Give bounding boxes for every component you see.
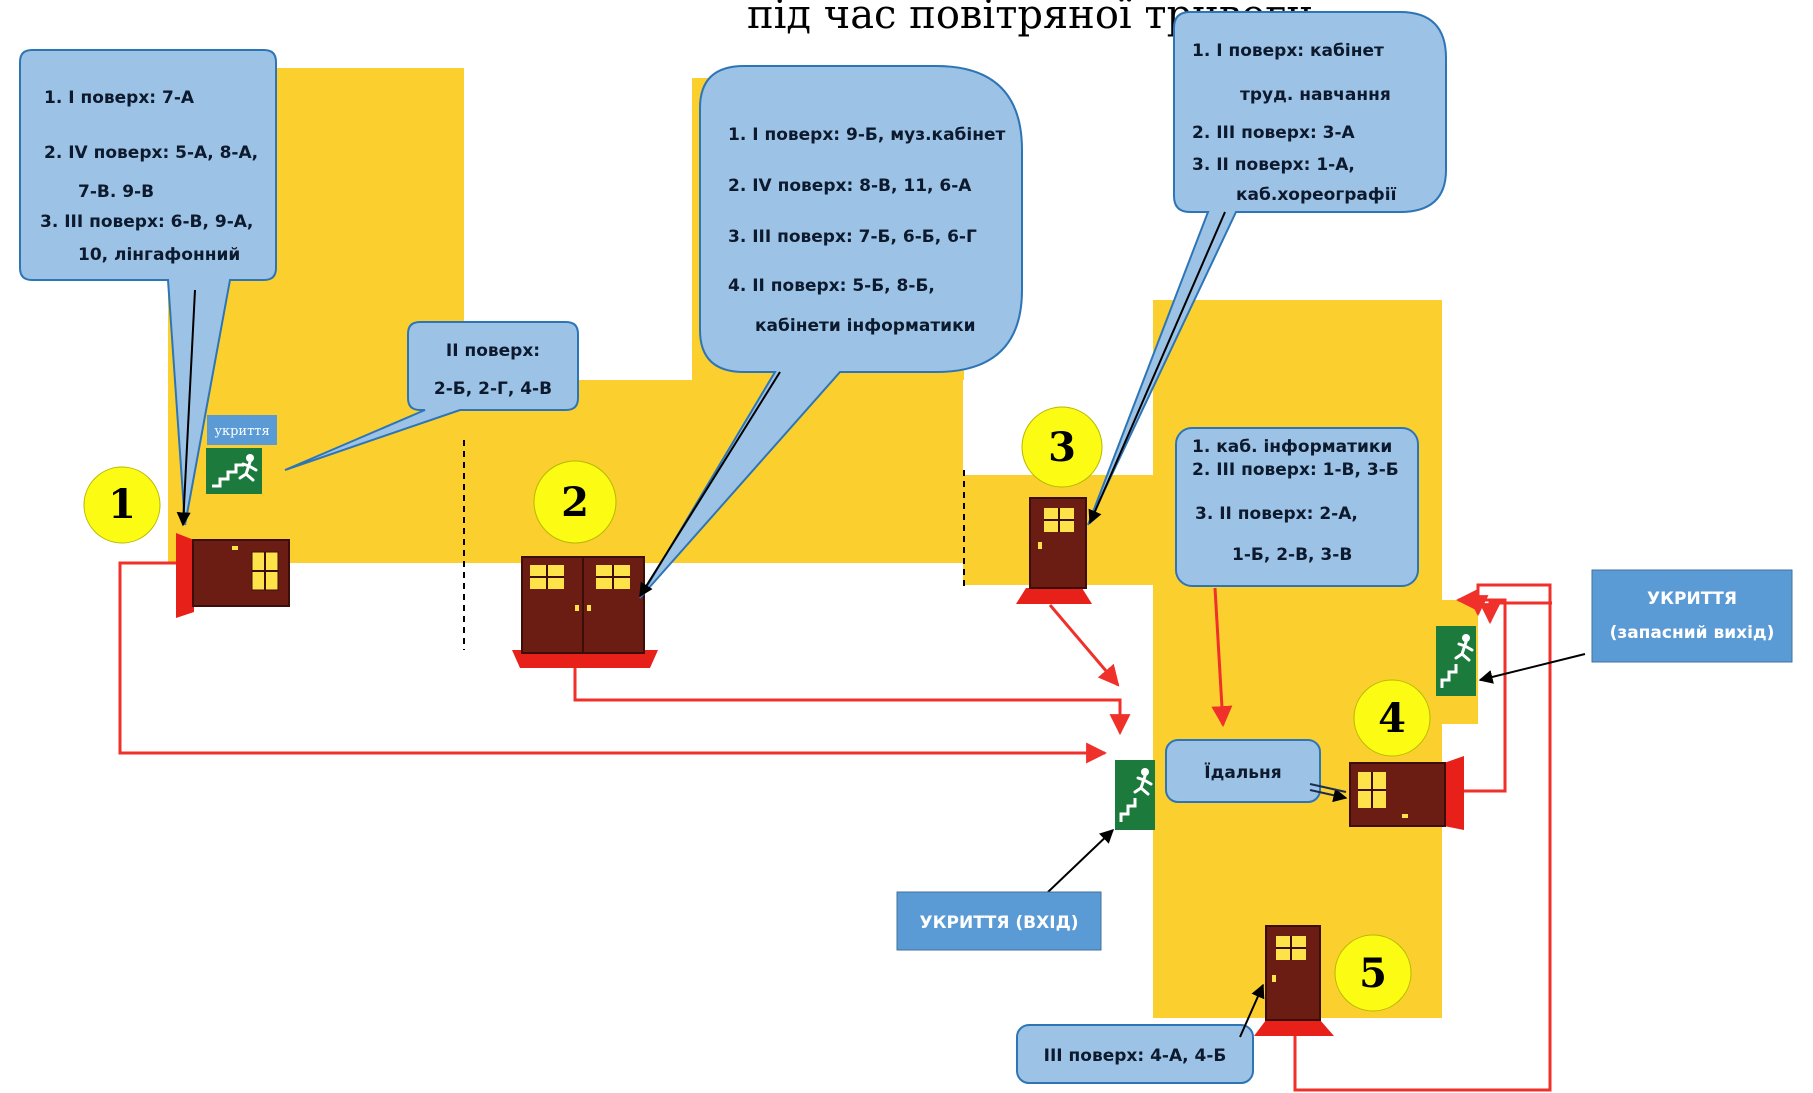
entrance-number-1-text: 1 — [108, 481, 136, 528]
pointer-lines — [176, 211, 1586, 1038]
callout-middle-line-4: 1-Б, 2-В, 3-В — [1232, 545, 1352, 565]
exit-runner-icon-entry — [1113, 758, 1157, 832]
callout-entrance-2-line-1: 1. І поверх: 9-Б, муз.кабінет — [728, 125, 1006, 145]
route-3 — [1048, 604, 1120, 687]
shelter-entry-line-1: УКРИТТЯ (ВХІД) — [920, 913, 1079, 933]
callout-entrance-2-line-4: 4. II поверх: 5-Б, 8-Б, — [728, 276, 935, 296]
callout-dining: Їдальня — [1165, 739, 1348, 803]
callout-entrance-3-line-5: каб.хореографії — [1236, 185, 1397, 205]
door-2[interactable] — [512, 556, 658, 668]
entrance-number-3-text: 3 — [1048, 424, 1076, 471]
callout-entrance-3-line-4: 3. II поверх: 1-А, — [1192, 155, 1355, 175]
exit-runner-icon-spare — [1434, 624, 1478, 698]
callout-entrance-1-line-5: 10, лінгафонний — [78, 245, 240, 265]
exit-runner-icon — [204, 446, 264, 496]
callout-entrance-3-line-3: 2. ІІІ поверх: 3-А — [1192, 123, 1356, 143]
shelter-spare-exit-line-1: УКРИТТЯ — [1647, 589, 1737, 609]
door-4[interactable] — [1349, 756, 1464, 830]
entrance-number-5: 5 — [1334, 934, 1412, 1012]
callout-entrance-3-line-1: 1. І поверх: кабінет — [1192, 41, 1384, 61]
route-1 — [118, 561, 1108, 764]
route-5-branch — [1479, 601, 1552, 625]
entrance-number-4-text: 4 — [1378, 695, 1406, 742]
callout-entrance-5-label: ІІІ поверх: 4-А, 4-Б — [1044, 1046, 1227, 1066]
callout-entrance-2-line-3: 3. III поверх: 7-Б, 6-Б, 6-Г — [728, 227, 977, 247]
callout-dining-label: Їдальня — [1204, 761, 1281, 783]
callout-middle-line-1: 1. каб. інформатики — [1192, 437, 1392, 457]
evacuation-routes — [118, 561, 1552, 1092]
shelter-spare-exit-label: УКРИТТЯ (запасний вихід) — [1591, 569, 1793, 663]
door-1[interactable] — [176, 533, 290, 618]
callout-stair-1-line-2: 2-Б, 2-Г, 4-В — [434, 379, 552, 399]
route-2 — [573, 668, 1131, 736]
route-middle — [1211, 587, 1233, 728]
callout-entrance-1-line-2: 2. IV поверх: 5-А, 8-А, — [44, 143, 258, 163]
shelter-entry-label: УКРИТТЯ (ВХІД) — [896, 891, 1102, 951]
callout-middle-line-2: 2. III поверх: 1-В, 3-Б — [1192, 460, 1399, 480]
callout-entrance-1: 1. І поверх: 7-А 2. IV поверх: 5-А, 8-А,… — [19, 49, 277, 526]
callout-entrance-3: 1. І поверх: кабінет труд. навчання 2. І… — [1087, 11, 1447, 526]
entrance-number-5-text: 5 — [1359, 950, 1387, 997]
entrance-number-2: 2 — [533, 460, 617, 544]
callout-entrance-2-line-5: кабінети інформатики — [755, 316, 976, 336]
route-5-loop — [1293, 583, 1552, 1092]
entrance-number-2-text: 2 — [561, 479, 589, 526]
callout-entrance-5: ІІІ поверх: 4-А, 4-Б — [1016, 1024, 1254, 1084]
entrance-number-4: 4 — [1353, 679, 1431, 757]
callout-entrance-2-line-2: 2. IV поверх: 8-В, 11, 6-А — [728, 176, 972, 196]
shelter-sign-label: укриття — [214, 424, 269, 439]
shelter-sign-left: укриття — [204, 415, 277, 496]
callout-middle-line-3: 3. ІІ поверх: 2-А, — [1195, 504, 1358, 524]
shelter-spare-exit-line-2: (запасний вихід) — [1610, 623, 1775, 643]
callout-entrance-3-line-2: труд. навчання — [1240, 85, 1391, 105]
callout-stair-1-line-1: ІІ поверх: — [446, 341, 540, 361]
entrance-number-1: 1 — [83, 466, 161, 544]
callout-entrance-1-line-4: 3. III поверх: 6-В, 9-А, — [40, 212, 253, 232]
callout-entrance-2: 1. І поверх: 9-Б, муз.кабінет 2. IV пове… — [639, 65, 1023, 599]
callout-stair-1: ІІ поверх: 2-Б, 2-Г, 4-В — [284, 321, 579, 471]
wing-right — [1153, 300, 1442, 1018]
callout-entrance-1-line-3: 7-В. 9-В — [78, 182, 154, 202]
door-3[interactable] — [1016, 497, 1092, 604]
callout-entrance-1-line-1: 1. І поверх: 7-А — [44, 88, 195, 108]
door-5[interactable] — [1254, 925, 1334, 1036]
entrance-number-3: 3 — [1021, 406, 1103, 488]
callout-middle: 1. каб. інформатики 2. III поверх: 1-В, … — [1175, 427, 1419, 587]
